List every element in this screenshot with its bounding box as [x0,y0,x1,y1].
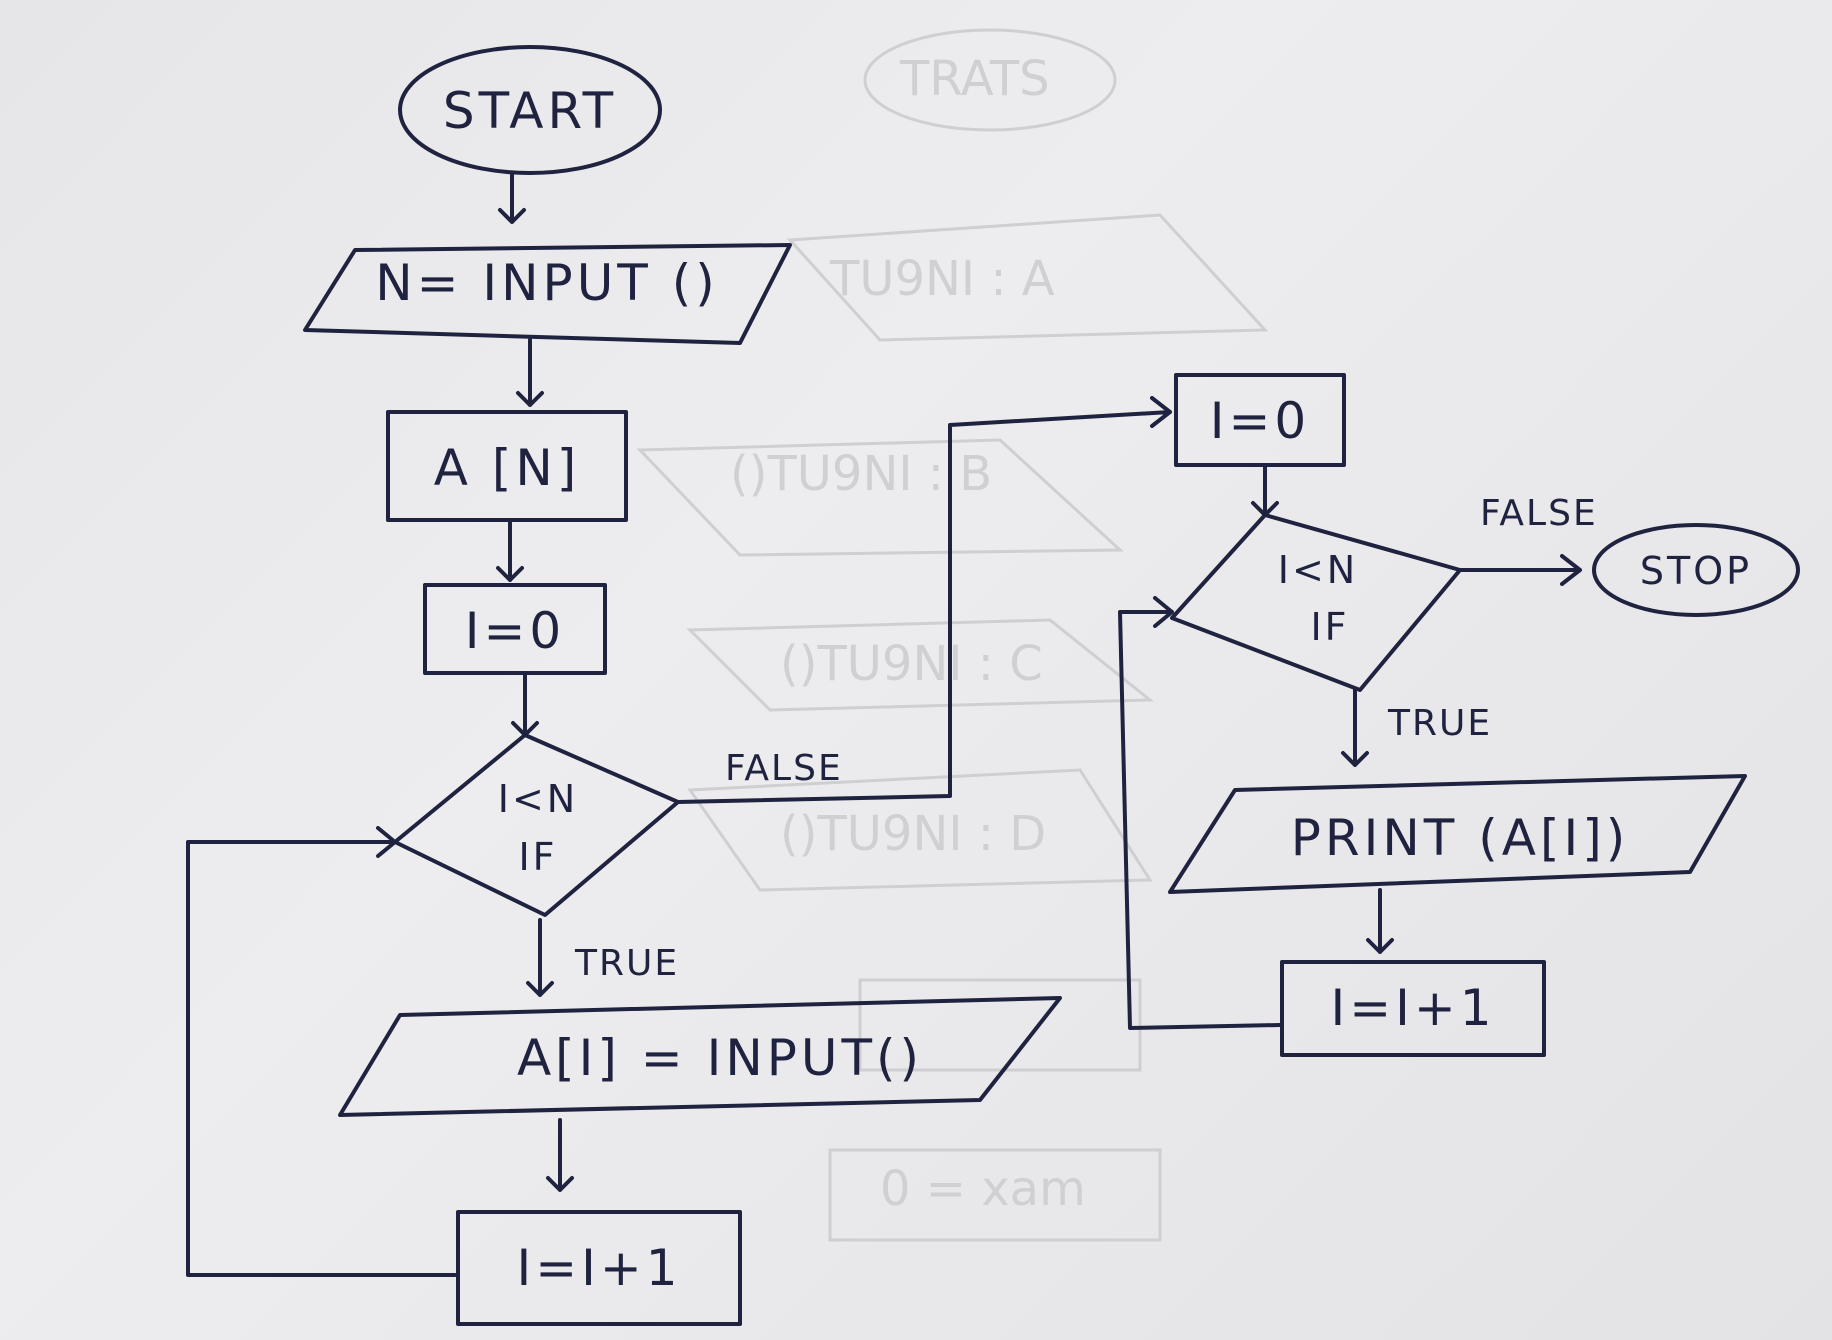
connector-read-to-increment [546,1118,574,1192]
condition-expression: I<N [1278,548,1358,592]
read-element-label: A[I] = INPUT() [517,1029,923,1087]
connector-condition-false [1458,554,1582,586]
start-label: START [443,82,617,140]
condition-diamond [393,733,680,917]
svg-text:()TU9NI : C: ()TU9NI : C [780,636,1043,692]
connector-condition-false [676,396,1172,804]
right-flowchart: I=0 I<N IF STOP PRINT (A[I]) I=I+1 TRUE … [1118,373,1800,1057]
condition-keyword: IF [1310,605,1349,649]
increment-box [456,1210,742,1326]
left-flowchart: START N= INPUT () A [N] I=0 I<N IF A[I] … [186,45,1172,1326]
true-edge-label: TRUE [1387,703,1492,744]
connector-condition-true [526,918,554,997]
condition-expression: I<N [498,777,578,821]
true-edge-label: TRUE [574,943,679,984]
init-i-box [423,583,607,675]
condition-keyword: IF [518,835,557,879]
connector-start-to-input [498,173,526,224]
increment-label: I=I+1 [516,1239,681,1297]
stop-label: STOP [1640,549,1752,593]
loop-back-connector [1118,596,1282,1030]
print-element-box [1168,774,1747,894]
svg-text:TRATS: TRATS [899,51,1050,107]
false-edge-label: FALSE [725,748,843,789]
svg-text:TU9NI : A: TU9NI : A [829,251,1055,307]
input-n-label: N= INPUT () [375,254,719,312]
connector-input-to-array [516,338,544,407]
read-element-box [338,996,1062,1117]
init-i-label: I=0 [1210,392,1310,450]
connector-init-to-condition [1251,463,1279,517]
declare-array-label: A [N] [434,439,581,497]
svg-text:()TU9NI : D: ()TU9NI : D [780,806,1046,862]
show-through-background: TRATS TU9NI : A ()TU9NI : B ()TU9NI : C … [636,28,1269,1242]
input-n-box [303,243,792,345]
init-i-box [1174,373,1346,467]
false-edge-label: FALSE [1480,493,1598,534]
condition-diamond [1170,513,1462,692]
declare-array-box [386,410,628,522]
connector-init-to-condition [511,673,539,737]
start-terminal [398,45,662,175]
loop-back-connector [186,826,457,1277]
svg-text:0 = xam: 0 = xam [880,1161,1086,1217]
init-i-label: I=0 [465,602,565,660]
connector-print-to-increment [1366,888,1394,954]
stop-terminal [1592,523,1800,617]
increment-label: I=I+1 [1330,979,1495,1037]
print-element-label: PRINT (A[I]) [1291,809,1629,867]
connector-array-to-init [496,518,524,582]
svg-text:()TU9NI : B: ()TU9NI : B [730,446,992,502]
connector-condition-true [1341,688,1369,767]
increment-box [1280,960,1546,1057]
